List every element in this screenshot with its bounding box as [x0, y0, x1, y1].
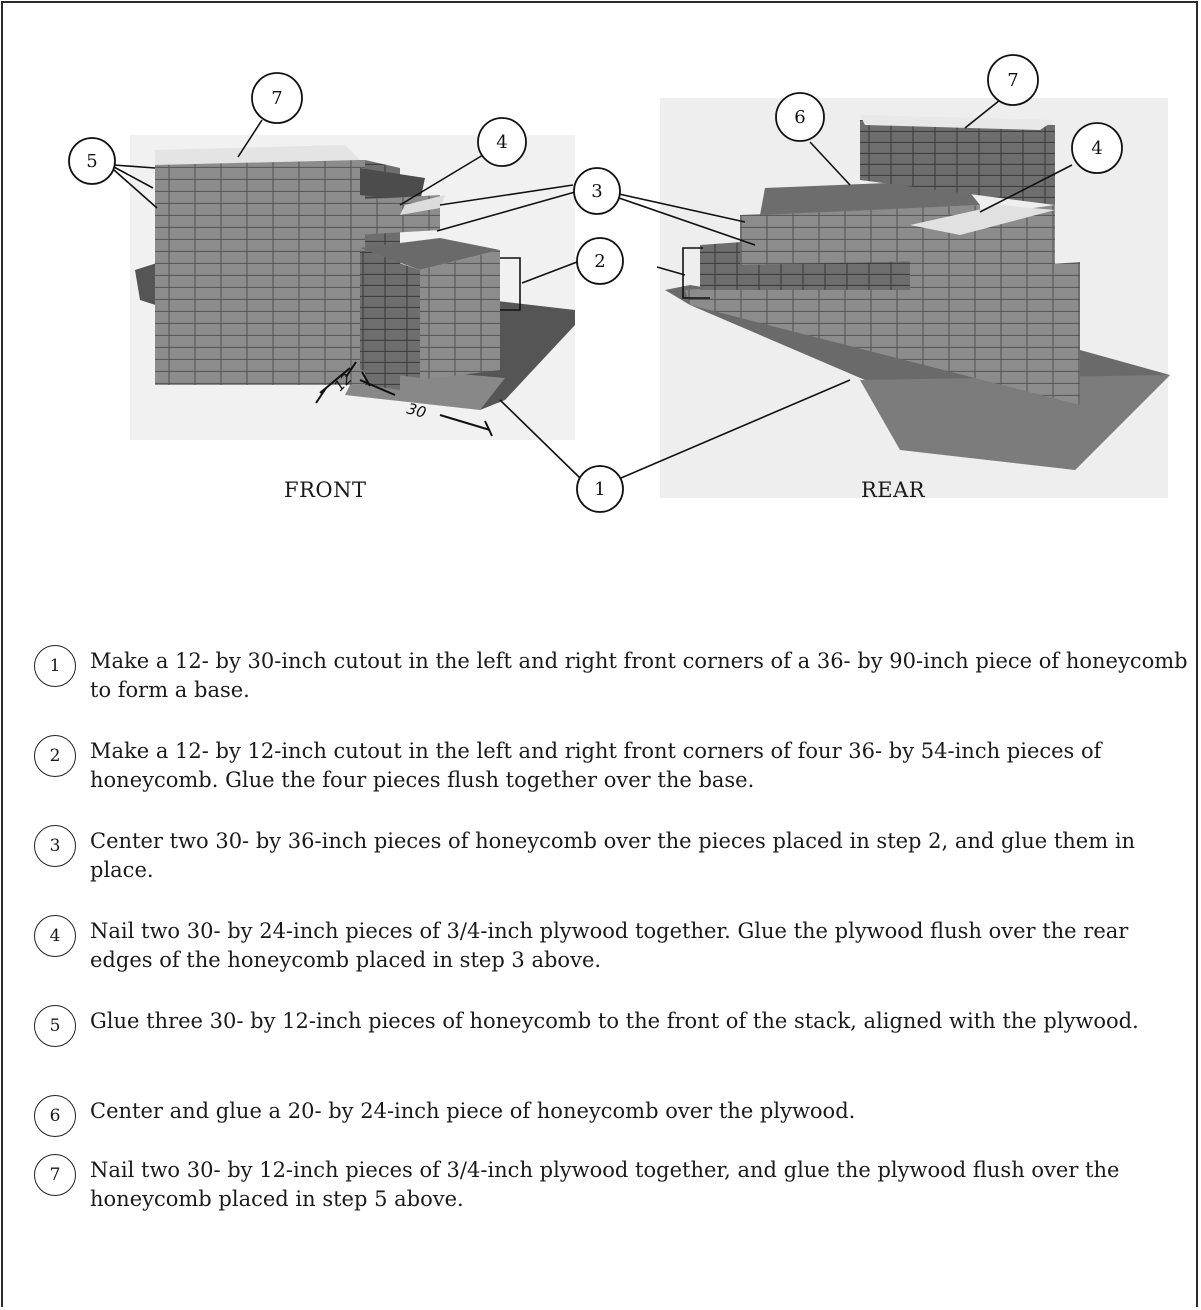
step-item: 3 Center two 30- by 36-inch pieces of ho…	[34, 825, 1194, 915]
step-text: Center two 30- by 36-inch pieces of hone…	[90, 829, 1136, 882]
step-item: 1 Make a 12- by 30-inch cutout in the le…	[34, 645, 1194, 735]
callout-6-number: 6	[794, 107, 805, 128]
callout-4-rear-number: 4	[1091, 138, 1102, 159]
rear-view-model	[665, 115, 1170, 470]
callout-1	[576, 465, 624, 513]
step-text: Center and glue a 20- by 24-inch piece o…	[90, 1099, 856, 1123]
callout-7-rear	[987, 54, 1039, 106]
dimension-label-width: 30	[405, 399, 428, 421]
callout-7-number: 7	[271, 88, 282, 109]
callout-5-front	[68, 137, 116, 185]
callout-3	[573, 167, 621, 215]
step-item: 2 Make a 12- by 12-inch cutout in the le…	[34, 735, 1194, 825]
callout-4-front	[477, 117, 527, 167]
callout-2	[576, 237, 624, 285]
dimension-lines	[315, 361, 493, 437]
step-number-badge: 4	[34, 915, 76, 957]
step-text: Nail two 30- by 24-inch pieces of 3/4-in…	[90, 919, 1129, 972]
instruction-steps: 1 Make a 12- by 30-inch cutout in the le…	[34, 645, 1194, 1244]
step-text: Nail two 30- by 12-inch pieces of 3/4-in…	[90, 1158, 1120, 1211]
leader-lines	[113, 99, 1073, 479]
callout-7-front	[251, 72, 303, 124]
callout-3-number: 3	[591, 181, 602, 202]
callout-1-number: 1	[594, 479, 605, 500]
step-text: Make a 12- by 30-inch cutout in the left…	[90, 649, 1188, 702]
assembly-figure: 1 2 30	[0, 0, 1201, 560]
rear-label: REAR	[861, 478, 926, 502]
step-number-badge: 5	[34, 1005, 76, 1047]
callout-4-rear	[1071, 122, 1123, 174]
step-number-badge: 6	[34, 1095, 76, 1137]
callout-circles	[68, 54, 1123, 513]
step-text: Make a 12- by 12-inch cutout in the left…	[90, 739, 1102, 792]
step-item: 7 Nail two 30- by 12-inch pieces of 3/4-…	[34, 1154, 1194, 1244]
step-number-badge: 2	[34, 735, 76, 777]
step-item: 4 Nail two 30- by 24-inch pieces of 3/4-…	[34, 915, 1194, 1005]
step-item: 5 Glue three 30- by 12-inch pieces of ho…	[34, 1005, 1194, 1095]
assembly-illustration: 1 2 30	[68, 54, 1170, 513]
callout-7-rear-number: 7	[1007, 70, 1018, 91]
step-number-badge: 3	[34, 825, 76, 867]
step-text: Glue three 30- by 12-inch pieces of hone…	[90, 1009, 1139, 1033]
callout-2-number: 2	[594, 251, 605, 272]
callout-numbers: 5 7 4 3 2 1 6 7 4	[86, 70, 1102, 500]
front-label: FRONT	[284, 478, 367, 502]
step-number-badge: 1	[34, 645, 76, 687]
step-number-badge: 7	[34, 1154, 76, 1196]
callout-6	[775, 92, 825, 142]
callout-5-number: 5	[86, 151, 97, 172]
front-view-model	[135, 145, 575, 410]
callout-4-number: 4	[496, 132, 507, 153]
step-item: 6 Center and glue a 20- by 24-inch piece…	[34, 1095, 1194, 1154]
